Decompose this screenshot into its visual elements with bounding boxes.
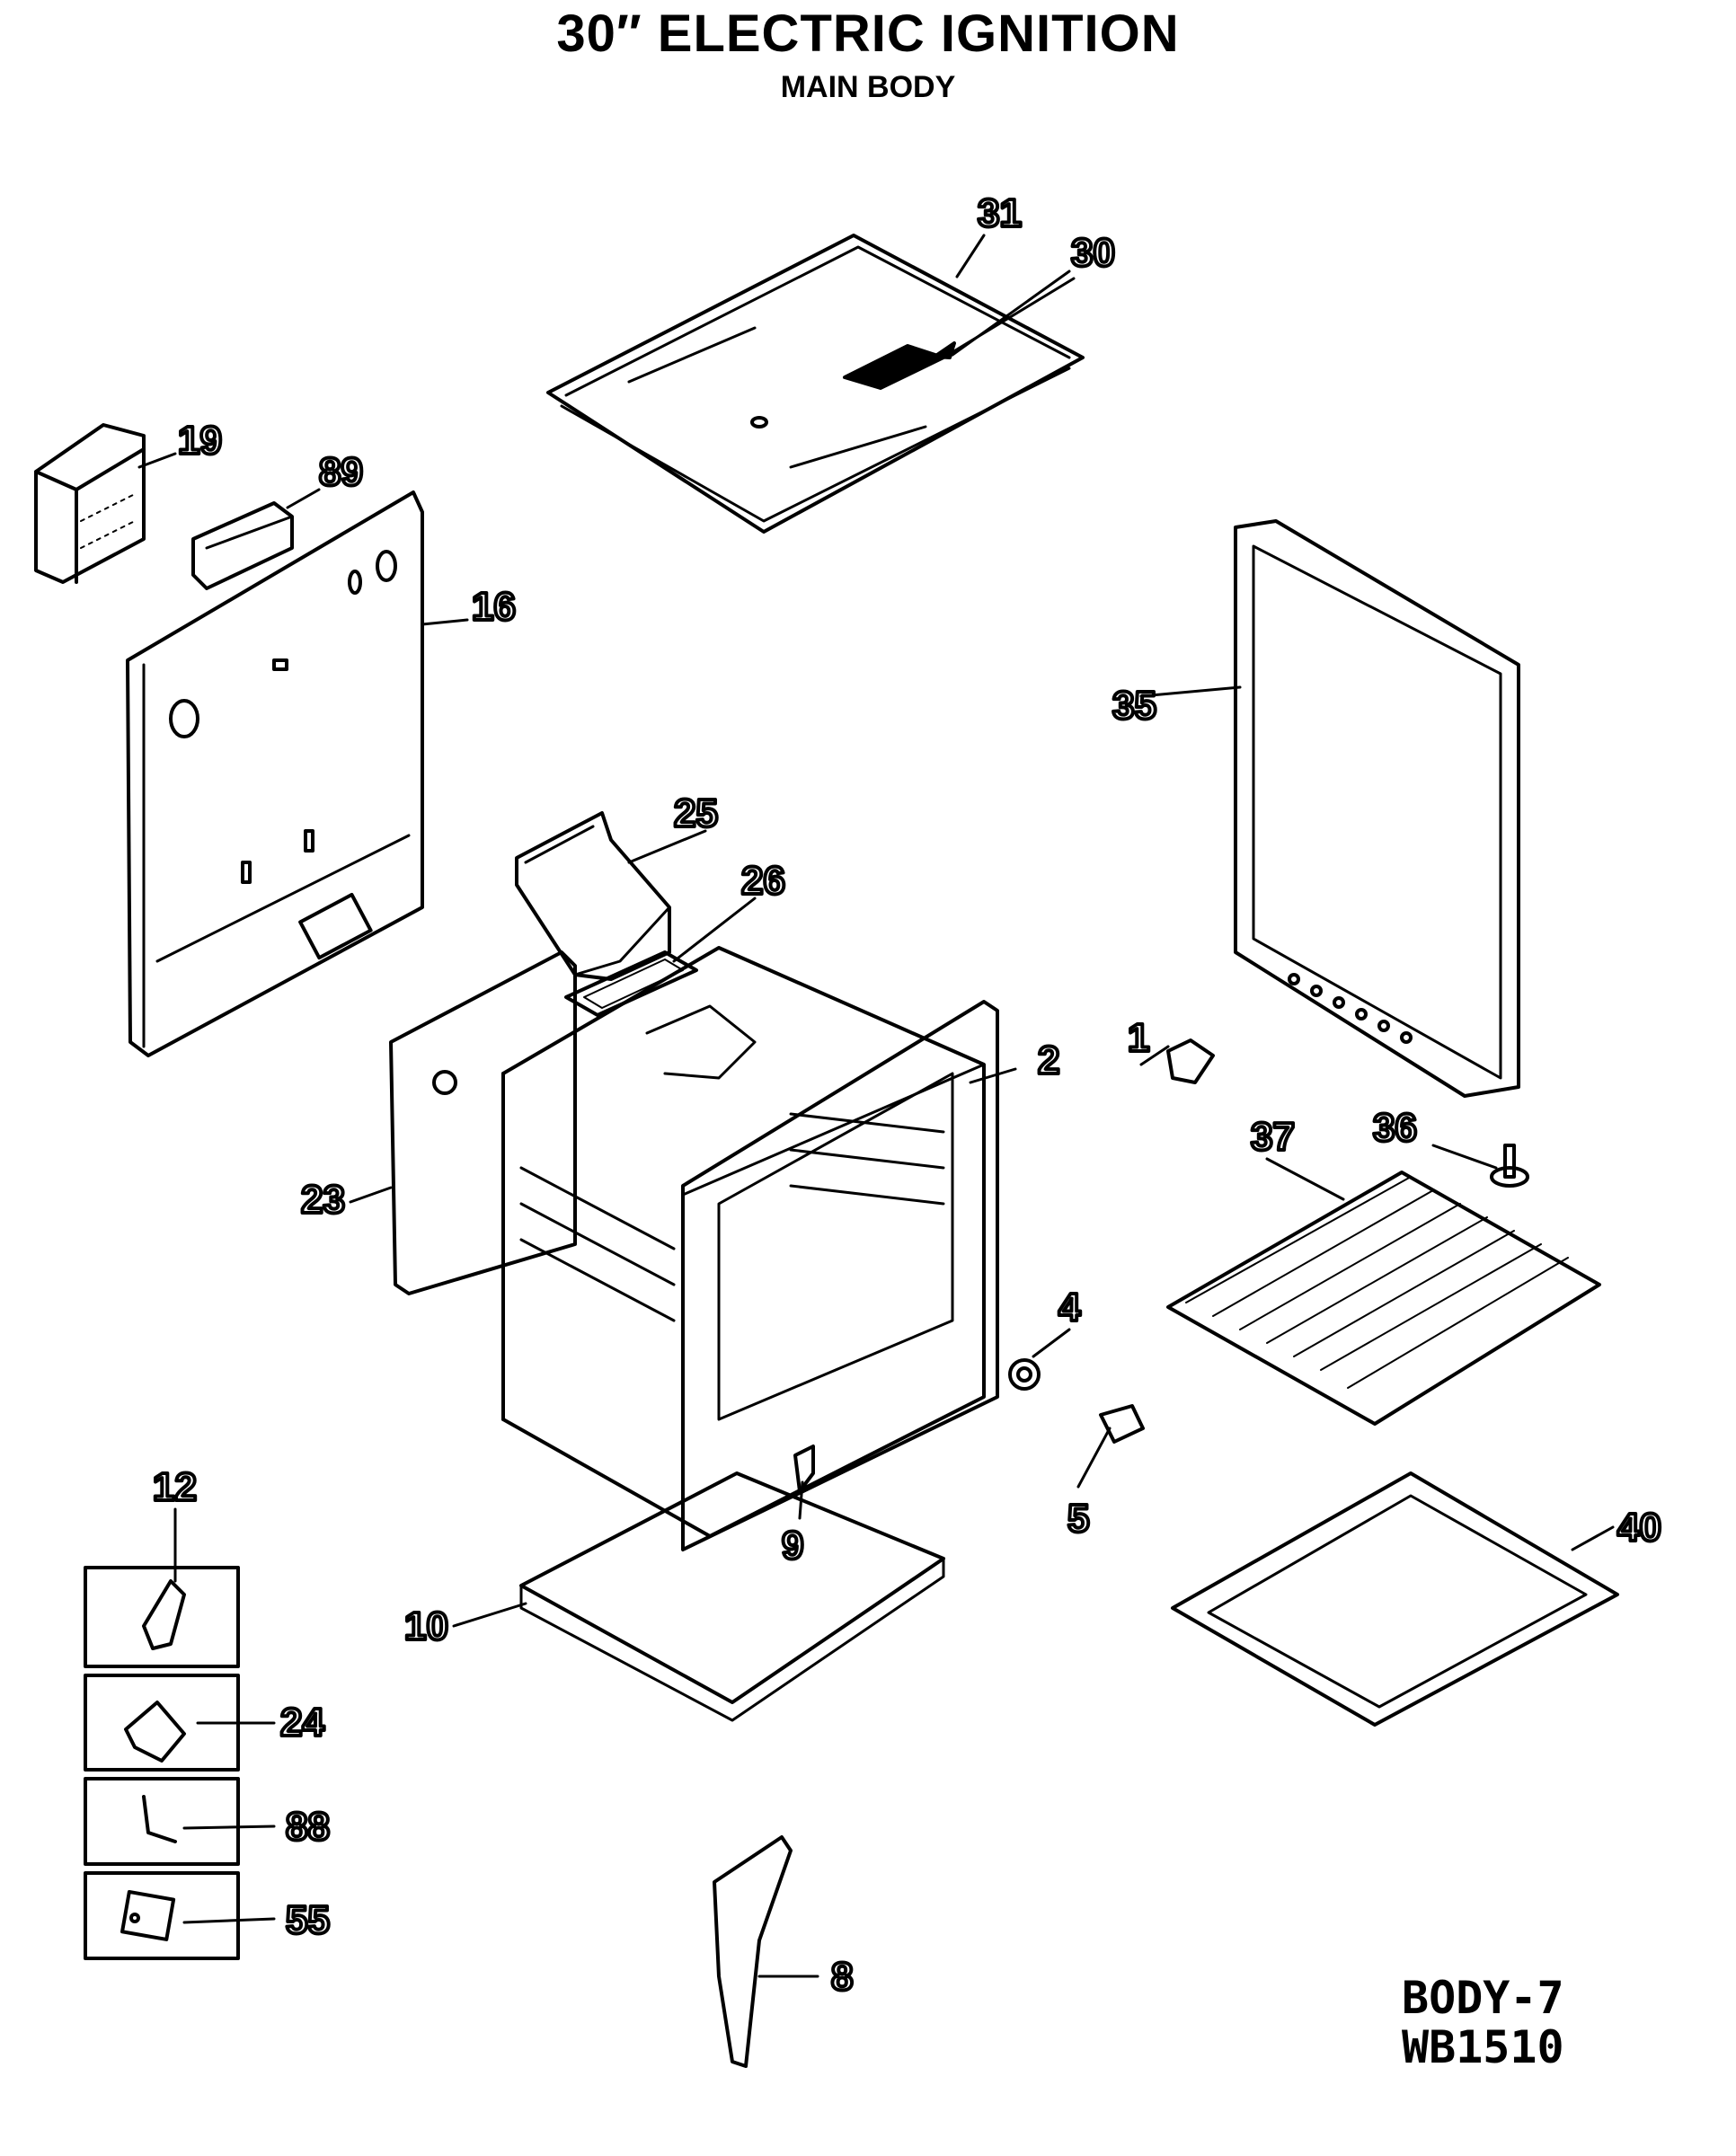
oven-body-main	[501, 946, 999, 1551]
callout-23: 23	[301, 1178, 345, 1222]
knob-part-5	[1099, 1404, 1145, 1444]
top-panel-part	[546, 234, 1085, 534]
callout-30: 30	[1071, 231, 1115, 275]
side-panel-part-23	[389, 950, 577, 1295]
diagram-code-line-2: WB1510	[1402, 2021, 1564, 2073]
callout-9: 9	[782, 1524, 803, 1568]
knob-part-1	[1166, 1038, 1215, 1084]
callout-37: 37	[1251, 1115, 1295, 1159]
callout-8: 8	[831, 1955, 853, 1999]
callout-31: 31	[978, 191, 1022, 235]
leveling-leg-part-36	[1490, 1144, 1529, 1188]
diagram-subtitle: MAIN BODY	[780, 70, 956, 104]
callout-4: 4	[1058, 1286, 1081, 1330]
callout-55: 55	[286, 1898, 330, 1942]
callout-89: 89	[319, 450, 363, 494]
door-frame-part-35	[1234, 519, 1520, 1098]
callout-35: 35	[1112, 684, 1156, 728]
base-part-10	[519, 1471, 945, 1722]
callout-25: 25	[674, 791, 718, 835]
callout-19: 19	[178, 419, 222, 463]
callout-24: 24	[280, 1701, 324, 1745]
callout-1: 1	[1128, 1016, 1149, 1060]
callout-5: 5	[1067, 1497, 1089, 1541]
leader-lines	[137, 234, 1615, 1978]
callout-88: 88	[286, 1805, 330, 1849]
diagram-code-line-1: BODY-7	[1402, 1972, 1564, 2024]
nut-part-4	[1008, 1358, 1041, 1391]
inset-box-88	[84, 1777, 240, 1866]
callout-40: 40	[1617, 1506, 1661, 1550]
callout-36: 36	[1373, 1106, 1417, 1150]
callout-26: 26	[741, 859, 785, 903]
broiler-pan-part-40	[1171, 1471, 1619, 1727]
box-part-19	[34, 423, 146, 584]
diagram-title: 30″ ELECTRIC IGNITION	[556, 4, 1180, 63]
bracket-part-89	[191, 501, 294, 590]
inset-box-55	[84, 1871, 240, 1960]
bracket-part-9	[793, 1445, 815, 1493]
oven-rack-part-37	[1166, 1171, 1601, 1426]
hinge-part-8	[713, 1835, 793, 2068]
callout-12: 12	[153, 1465, 197, 1509]
vent-duct-part-25	[515, 811, 671, 981]
gasket-part-26	[564, 950, 698, 1017]
callout-10: 10	[404, 1604, 448, 1648]
callout-16: 16	[472, 585, 516, 629]
inset-box-12	[84, 1566, 240, 1668]
rear-panel-part-16	[126, 490, 424, 1057]
callout-2: 2	[1038, 1038, 1059, 1082]
